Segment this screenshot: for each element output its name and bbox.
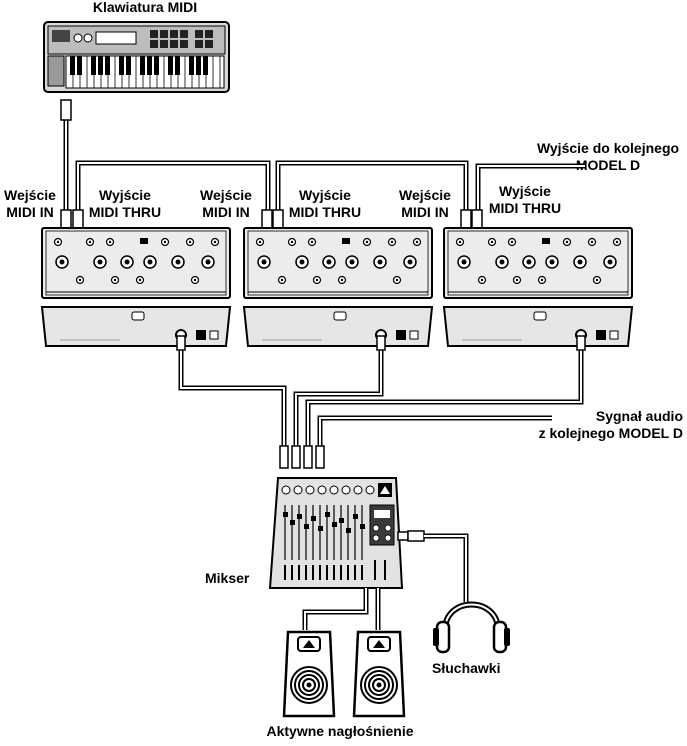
headphone-cable [407, 530, 469, 602]
midi-in-label-3-line1: Wejście [399, 187, 451, 203]
midi-thru-label-1-line2: MIDI THRU [88, 204, 162, 220]
headphones [433, 601, 510, 654]
midi-plugs [60, 209, 483, 231]
midi-in-label-1-line1: Wejście [4, 187, 56, 203]
mixer-label: Mikser [205, 570, 250, 586]
headphones-label: Słuchawki [432, 660, 501, 676]
synth-modules [41, 227, 633, 299]
speaker-right [352, 630, 406, 718]
audio-signal-line1: Sygnał audio [595, 408, 683, 424]
speaker-left [282, 630, 336, 718]
synth-module-1 [41, 227, 231, 299]
midi-thru-label-1-line1: Wyjście [99, 187, 151, 203]
speakers-label: Aktywne nagłośnienie [266, 723, 414, 739]
speaker-cables [302, 588, 381, 630]
next-model-output-line2: MODEL D [575, 157, 641, 173]
synth-module-3 [443, 227, 633, 299]
midi-in-label-1-line2: MIDI IN [6, 204, 54, 220]
rear-panel-2 [242, 306, 434, 347]
mixer [268, 477, 409, 589]
midi-in-label-3-line2: MIDI IN [401, 204, 449, 220]
midi-thru-label-2-line2: MIDI THRU [288, 204, 362, 220]
audio-signal-line2: z kolejnego MODEL D [538, 425, 683, 441]
midi-thru-label-2-line1: Wyjście [299, 187, 351, 203]
midi-thru-label-3-line1: Wyjście [499, 183, 551, 199]
rear-panels [40, 306, 634, 347]
rear-panel-3 [442, 306, 634, 347]
midi-cables [60, 99, 585, 226]
synth-module-2 [243, 227, 433, 299]
midi-in-label-2-line1: Wejście [200, 187, 252, 203]
midi-keyboard [43, 21, 230, 93]
midi-in-label-2-line2: MIDI IN [202, 204, 250, 220]
next-model-output-line1: Wyjście do kolejnego [536, 140, 680, 156]
midi-thru-label-3-line2: MIDI THRU [488, 200, 562, 216]
keyboard-label: Klawiatura MIDI [92, 0, 198, 15]
audio-cables [176, 335, 586, 469]
rear-panel-1 [40, 306, 232, 347]
